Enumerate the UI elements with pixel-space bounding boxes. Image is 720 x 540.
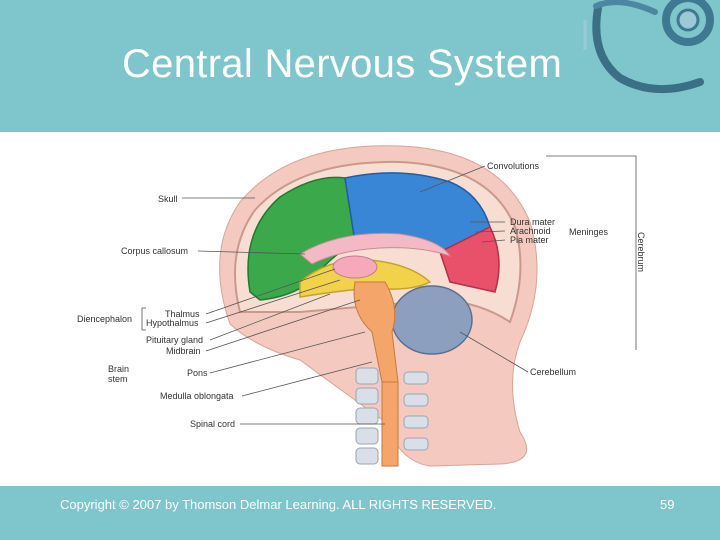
label-cerebellum: Cerebellum <box>530 367 576 377</box>
cerebellum <box>391 285 473 355</box>
label-arachnoid: Arachnoid <box>510 226 551 236</box>
thalamus <box>332 255 378 279</box>
slide-title: Central Nervous System <box>122 42 563 86</box>
page-number: 59 <box>660 497 675 512</box>
label-dura-mater: Dura mater <box>510 217 555 227</box>
label-medulla-oblongata: Medulla oblongata <box>160 391 234 401</box>
label-meninges: Meninges <box>569 227 609 237</box>
footer-bar <box>0 486 720 540</box>
label-midbrain: Midbrain <box>166 346 201 356</box>
label-skull: Skull <box>158 194 178 204</box>
label-cerebrum: Cerebrum <box>636 232 646 272</box>
label-spinal-cord: Spinal cord <box>190 419 235 429</box>
copyright-notice: Copyright © 2007 by Thomson Delmar Learn… <box>60 497 497 512</box>
label-pons: Pons <box>187 368 208 378</box>
stethoscope-icon <box>583 0 714 94</box>
label-brain: Brain <box>108 364 129 374</box>
label-pia-mater: Pia mater <box>510 235 549 245</box>
label-stem: stem <box>108 374 128 384</box>
occipital-lobe <box>439 225 500 293</box>
label-corpus-callosum: Corpus callosum <box>121 246 188 256</box>
label-pituitary-gland: Pituitary gland <box>146 335 203 345</box>
label-convolutions: Convolutions <box>487 161 540 171</box>
label-diencephalon: Diencephalon <box>77 314 132 324</box>
vertebrae <box>355 367 429 465</box>
corpus-callosum <box>299 232 452 265</box>
label-hypothalmus: Hypothalmus <box>146 318 199 328</box>
brain-diagram: Convolutions Skull Dura mater Arachnoid … <box>77 145 646 467</box>
label-thalmus: Thalmus <box>165 309 200 319</box>
leader-lines <box>141 155 637 425</box>
